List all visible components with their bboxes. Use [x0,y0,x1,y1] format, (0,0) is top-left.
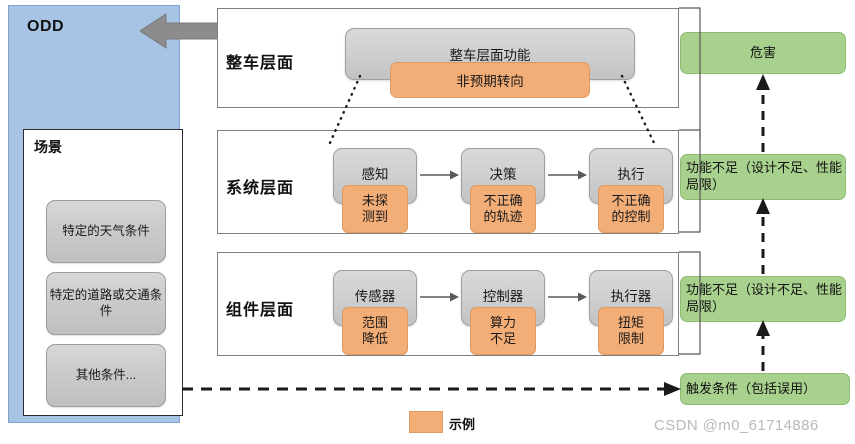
arrow-right-icon [420,292,459,302]
system-fault-perception[interactable]: 未探测到 [342,185,408,233]
system-fault-decision[interactable]: 不正确的轨迹 [470,185,536,233]
scene-item[interactable]: 其他条件... [46,344,166,407]
scene-box: 场景 特定的天气条件 特定的道路或交通条件 其他条件... [23,129,183,416]
arrow-up-system-insufficiency [756,198,770,274]
scene-item[interactable]: 特定的天气条件 [46,200,166,263]
hazard-box[interactable]: 危害 [680,32,846,74]
odd-panel: ODD 场景 特定的天气条件 特定的道路或交通条件 其他条件... [8,5,183,423]
functional-insufficiency-box-component[interactable]: 功能不足（设计不足、性能局限） [680,276,846,322]
odd-title: ODD [27,18,65,35]
vehicle-level-label: 整车层面 [226,55,295,72]
double-arrow-left-icon [140,13,220,49]
arrow-up-component-insufficiency [756,320,770,371]
arrow-right-icon [420,170,459,180]
system-fault-execution[interactable]: 不正确的控制 [598,185,664,233]
arrow-right-trigger [182,382,681,396]
functional-insufficiency-box-system[interactable]: 功能不足（设计不足、性能局限） [680,154,846,200]
component-fault-sensor[interactable]: 范围降低 [342,307,408,355]
arrow-right-icon [548,292,587,302]
scene-item[interactable]: 特定的道路或交通条件 [46,272,166,335]
component-level-label: 组件层面 [226,302,295,319]
legend-swatch [409,411,443,433]
component-fault-controller[interactable]: 算力不足 [470,307,536,355]
arrow-right-icon [548,170,587,180]
component-fault-actuator[interactable]: 扭矩限制 [598,307,664,355]
system-level-label: 系统层面 [226,180,295,197]
vehicle-fault-box[interactable]: 非预期转向 [390,62,590,98]
watermark: CSDN @m0_61714886 [654,417,819,434]
arrow-up-hazard [756,74,770,152]
scene-title: 场景 [34,139,62,155]
legend-label: 示例 [449,417,476,432]
triggering-condition-box[interactable]: 触发条件（包括误用） [680,373,850,405]
bracket-vehicle [679,7,701,140]
